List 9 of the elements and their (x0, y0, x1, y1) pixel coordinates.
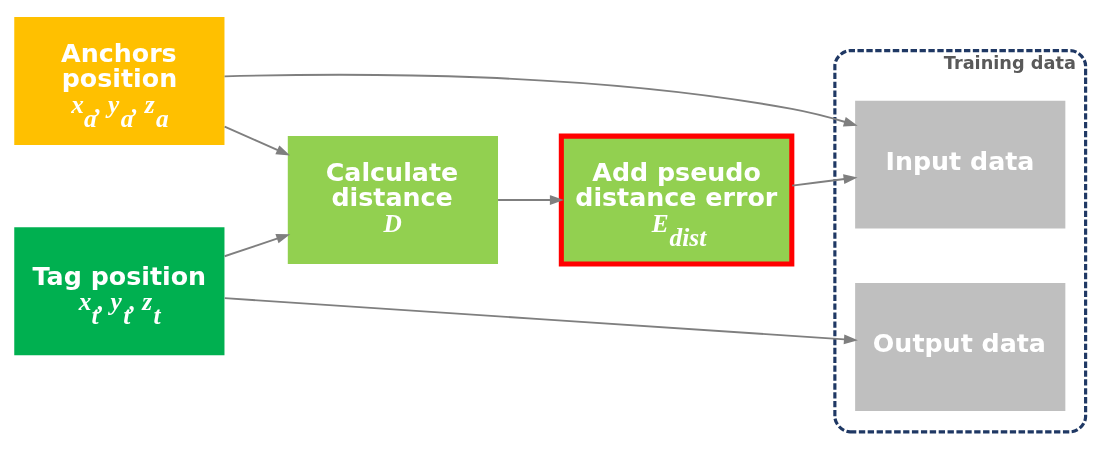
arrow (223, 296, 858, 344)
arrow (497, 194, 564, 205)
arrow (791, 173, 858, 187)
arrow (223, 73, 858, 126)
node-box: Input data (855, 100, 1066, 229)
node-box: Output data (855, 282, 1066, 411)
arrow (223, 233, 291, 257)
node-box: Calculate distance D (287, 135, 498, 264)
arrow (223, 125, 291, 155)
